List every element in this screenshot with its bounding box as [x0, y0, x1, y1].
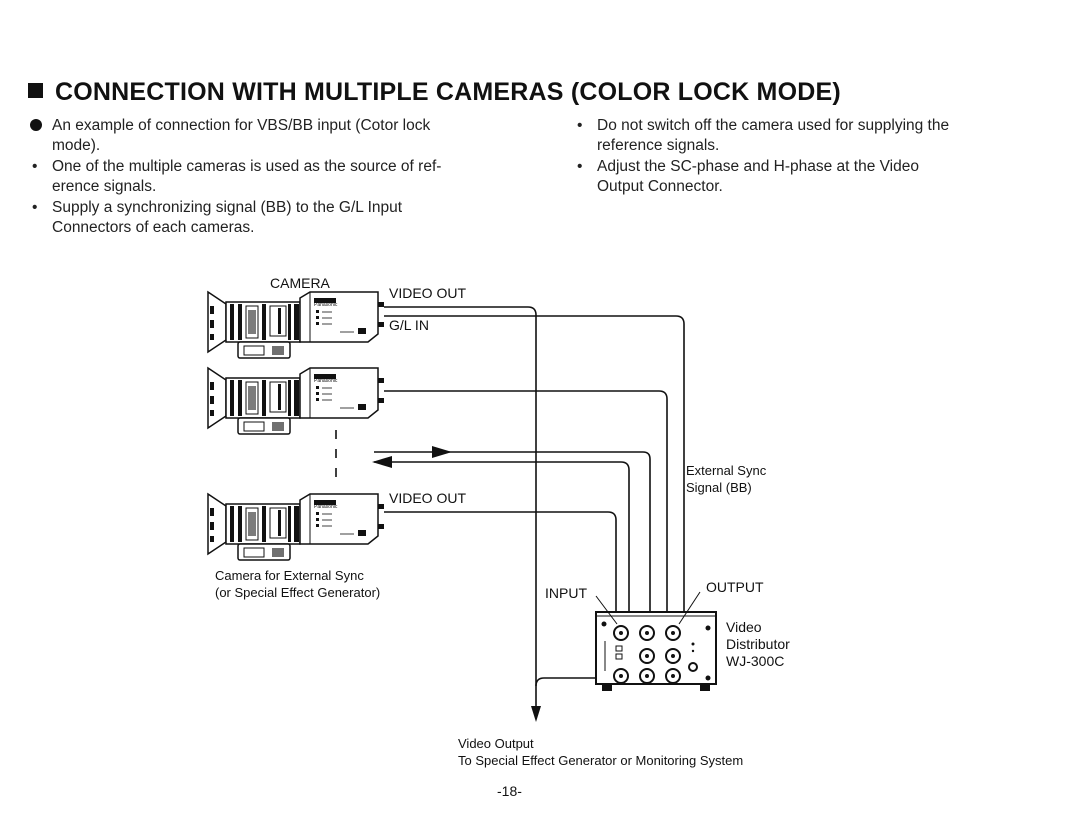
- bullet-icon: •: [577, 158, 583, 175]
- camera-brand-label: Panasonic: [314, 504, 338, 510]
- distributor-label: Video: [726, 619, 762, 635]
- filled-circle-bullet-icon: [30, 119, 42, 131]
- section-heading-text: CONNECTION WITH MULTIPLE CAMERAS (COLOR …: [55, 78, 841, 106]
- sync-camera-caption: (or Special Effect Generator): [215, 585, 380, 600]
- bullet-icon: •: [577, 117, 583, 134]
- external-sync-label: Signal (BB): [686, 480, 752, 495]
- output-label: OUTPUT: [706, 579, 764, 595]
- camera-label: CAMERA: [270, 275, 331, 291]
- list-item: An example of connection for VBS/BB inpu…: [28, 116, 518, 156]
- camera-2: [207, 367, 385, 435]
- camera-sync: [207, 493, 385, 561]
- list-item: •Do not switch off the camera used for s…: [577, 117, 950, 154]
- bullet-icon: •: [32, 158, 38, 175]
- video-distributor: [595, 611, 717, 691]
- video-out-label: VIDEO OUT: [389, 285, 466, 301]
- video-out-label: VIDEO OUT: [389, 490, 466, 506]
- external-sync-label: External Sync: [686, 463, 767, 478]
- page-number: -18-: [497, 783, 522, 799]
- list-item: •Supply a synchronizing signal (BB) to t…: [32, 199, 403, 236]
- camera-brand-label: Panasonic: [314, 302, 338, 308]
- square-bullet-icon: [28, 83, 43, 98]
- gl-in-label: G/L IN: [389, 317, 429, 333]
- video-output-label: Video Output: [458, 736, 534, 751]
- video-output-destination: To Special Effect Generator or Monitorin…: [458, 753, 743, 768]
- left-column: An example of connection for VBS/BB inpu…: [28, 116, 518, 239]
- section-heading: CONNECTION WITH MULTIPLE CAMERAS (COLOR …: [28, 78, 841, 107]
- camera-brand-label: Panasonic: [314, 378, 338, 384]
- distributor-model-label: WJ-300C: [726, 653, 784, 669]
- right-column: •Do not switch off the camera used for s…: [573, 116, 1013, 198]
- list-item: •Adjust the SC-phase and H-phase at the …: [577, 158, 919, 195]
- bullet-icon: •: [32, 199, 38, 216]
- input-label: INPUT: [545, 585, 587, 601]
- camera-1: [207, 291, 385, 359]
- distributor-label: Distributor: [726, 636, 790, 652]
- list-item: •One of the multiple cameras is used as …: [32, 158, 442, 195]
- sync-camera-caption: Camera for External Sync: [215, 568, 364, 583]
